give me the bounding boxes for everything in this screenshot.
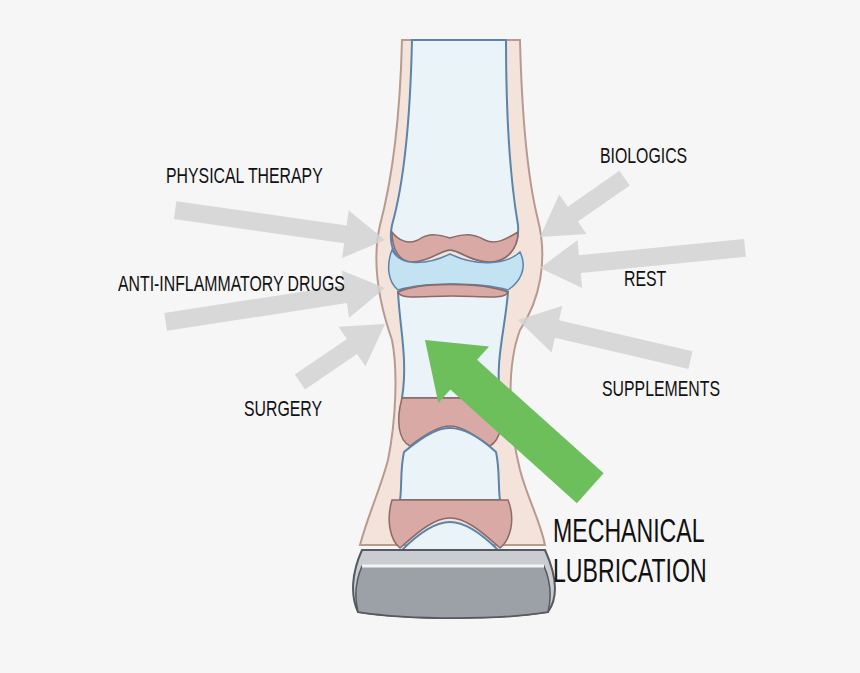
treatment-label: PHYSICAL THERAPY [166, 163, 323, 189]
treatment-label: ANTI-INFLAMMATORY DRUGS [118, 271, 345, 297]
treatment-label: SUPPLEMENTS [602, 376, 720, 402]
highlight-label: MECHANICAL LUBRICATION [553, 510, 723, 590]
treatment-label: BIOLOGICS [600, 143, 687, 169]
treatment-label: SURGERY [244, 396, 322, 422]
horse-leg [353, 40, 555, 618]
highlight-arrow [400, 312, 616, 517]
treatment-label: REST [624, 266, 666, 292]
